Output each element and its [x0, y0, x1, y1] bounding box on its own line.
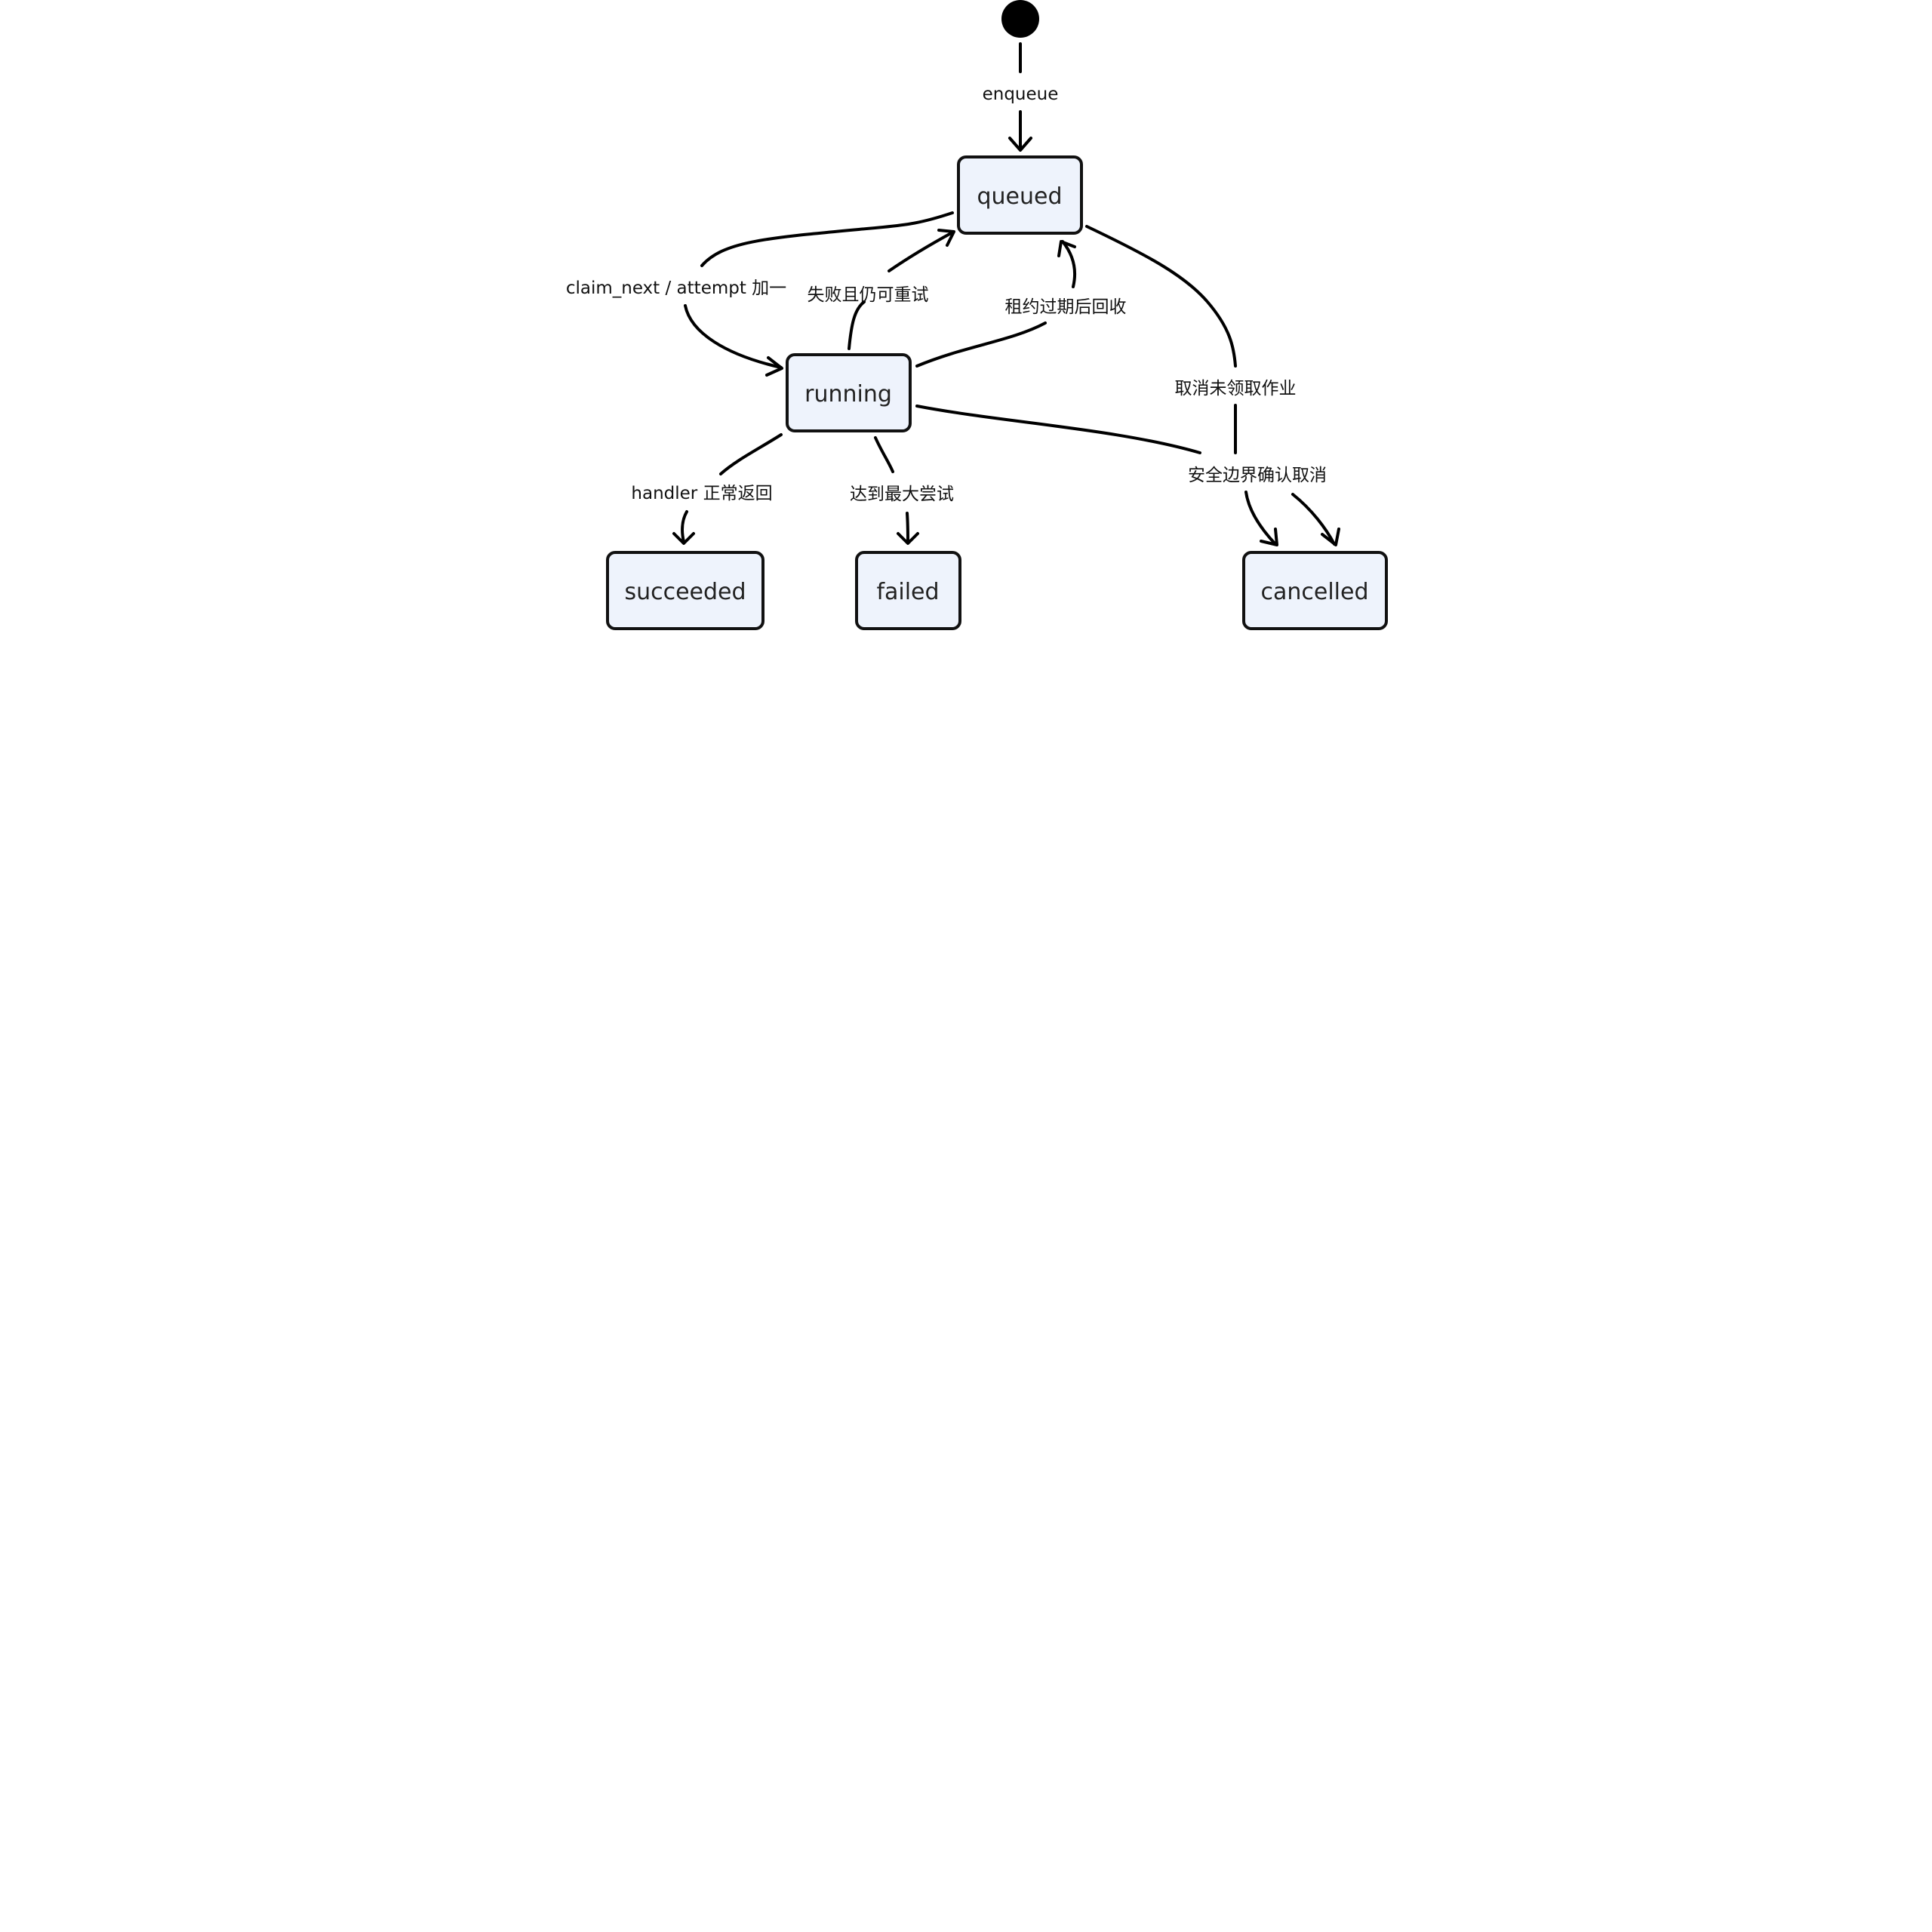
label-max-attempts: 达到最大尝试 — [850, 485, 954, 504]
edge-handler-return — [681, 433, 783, 543]
state-cancelled-label: cancelled — [1260, 579, 1368, 605]
state-queued-label: queued — [977, 183, 1062, 210]
state-running: running — [786, 353, 912, 432]
arrowhead-safe-cancel — [1321, 528, 1340, 546]
state-cancelled: cancelled — [1242, 551, 1388, 630]
state-succeeded: succeeded — [606, 551, 764, 630]
arrowhead-max-attempts — [897, 532, 919, 545]
state-running-label: running — [804, 381, 892, 408]
edge-max-attempts — [874, 436, 909, 543]
initial-state — [1001, 0, 1039, 38]
state-failed: failed — [855, 551, 961, 630]
edge-retry — [848, 231, 954, 350]
label-retry: 失败且仍可重试 — [808, 285, 929, 305]
label-safe-cancel: 安全边界确认取消 — [1188, 466, 1327, 485]
edge-lease-expired — [915, 240, 1077, 368]
arrowhead-enqueue — [1008, 137, 1032, 152]
label-lease-expired: 租约过期后回收 — [1005, 297, 1127, 317]
arrowhead-cancel-unclaimed — [1260, 528, 1278, 546]
edge-claim-next — [684, 211, 954, 369]
arrowhead-lease-expired — [1057, 240, 1076, 257]
label-handler-return: handler 正常返回 — [631, 484, 772, 503]
label-enqueue: enqueue — [983, 85, 1059, 104]
state-failed-label: failed — [876, 579, 939, 605]
edge-cancel-unclaimed — [1085, 225, 1277, 546]
arrowhead-retry — [937, 229, 955, 247]
arrowhead-claim-next — [765, 356, 783, 377]
state-succeeded-label: succeeded — [624, 579, 746, 605]
label-claim-next: claim_next / attempt 加一 — [566, 278, 786, 298]
edge-safe-cancel — [915, 405, 1336, 546]
state-queued: queued — [957, 155, 1083, 235]
arrowhead-handler-return — [672, 532, 695, 545]
label-cancel-unclaimed: 取消未领取作业 — [1175, 379, 1297, 398]
